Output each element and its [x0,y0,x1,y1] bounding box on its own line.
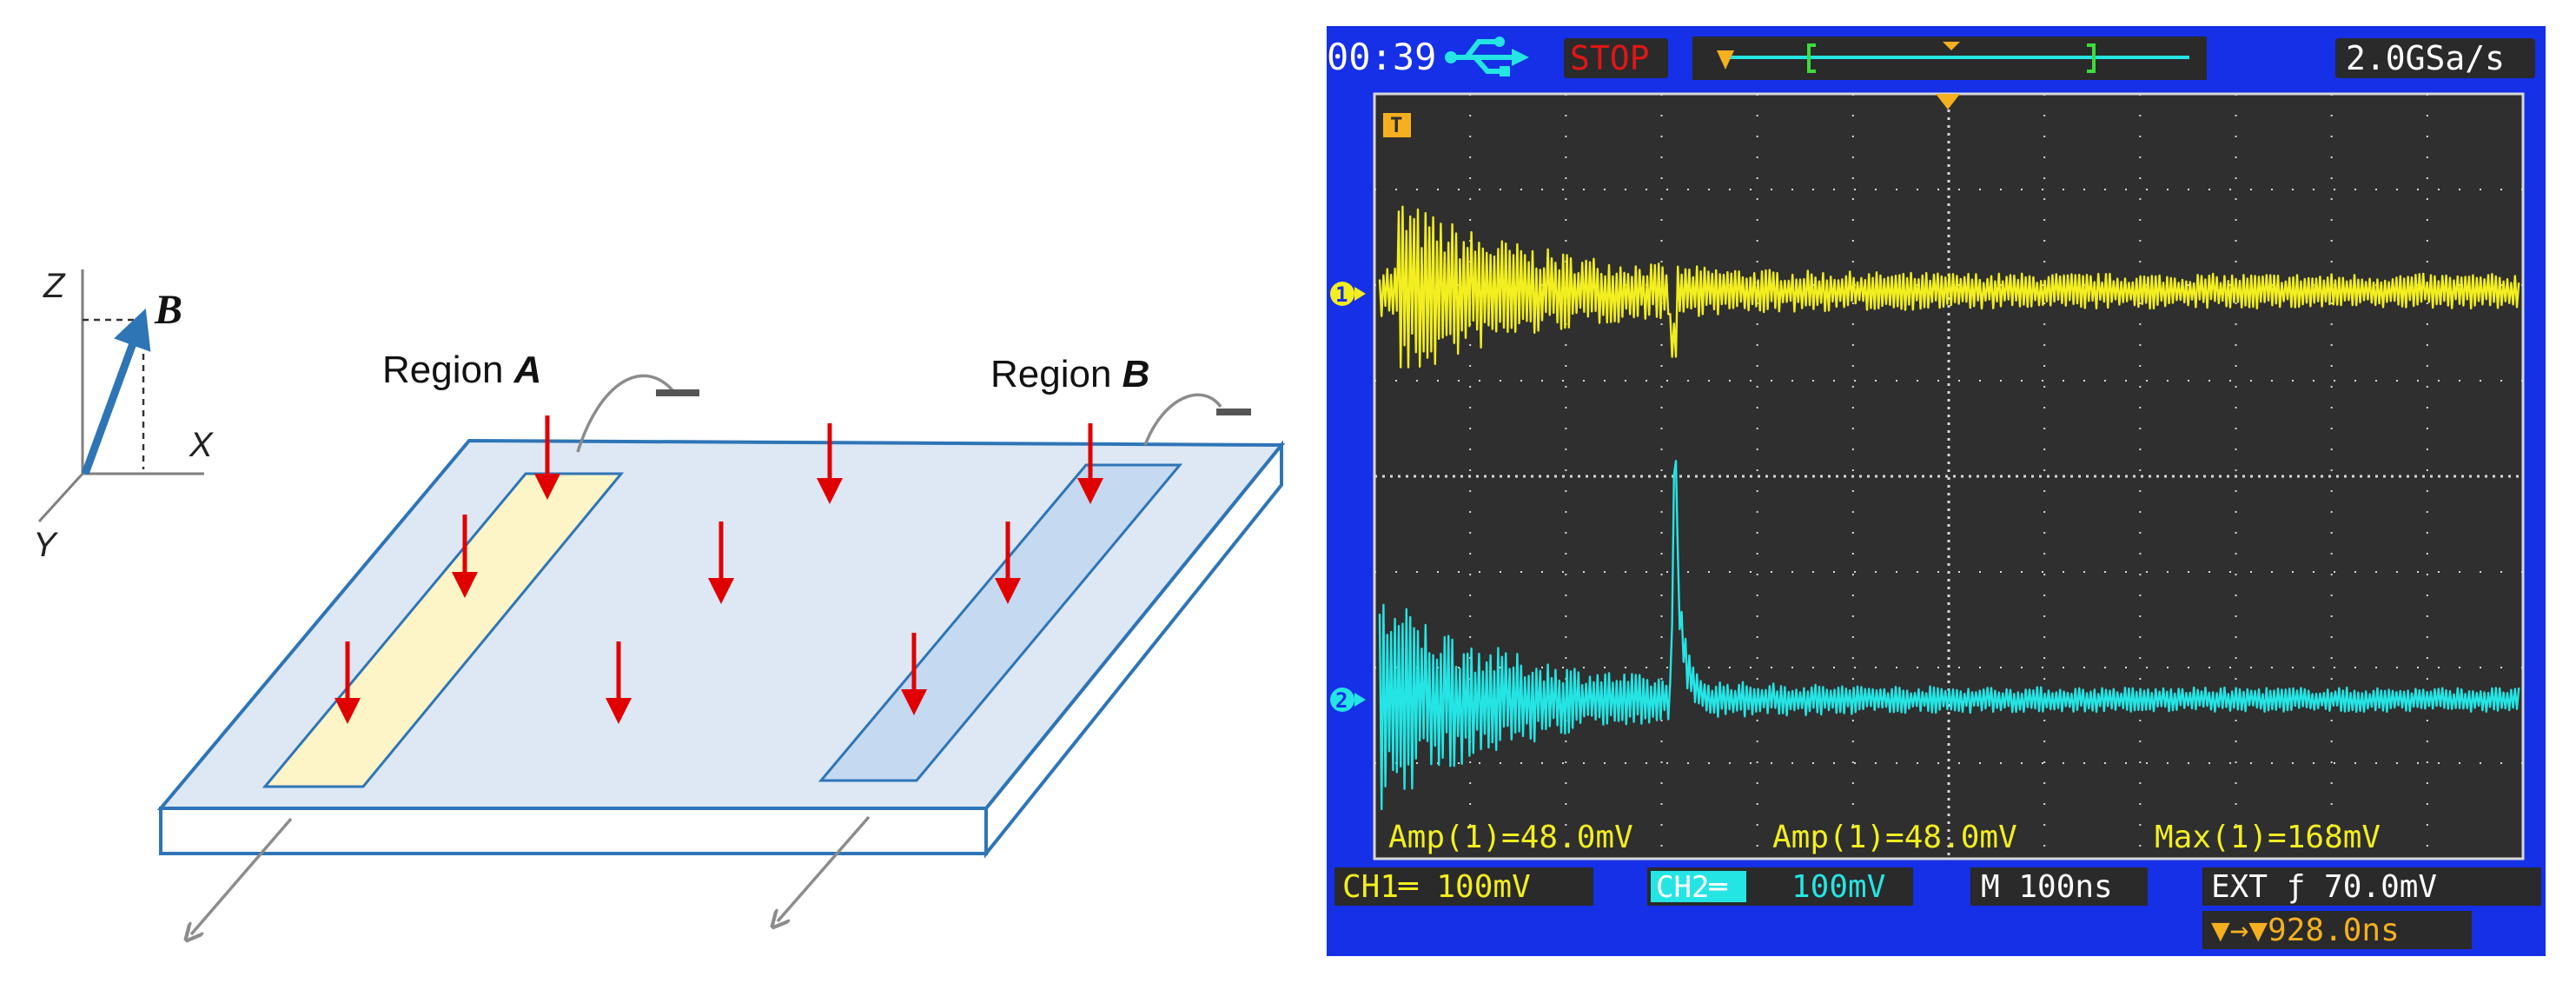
measurement-1: Amp(1)=48.0mV [1388,820,1633,855]
ch2-scale: 100mV [1791,869,1885,905]
scope-traces [1378,205,2520,811]
plate-top [156,438,1286,810]
plate-front-edge [159,807,988,855]
x-axis-label: X [189,426,214,464]
scope-clock: 00:39 [1327,36,1436,78]
timebase-box [1970,867,2148,906]
oscilloscope-screenshot: 00:39 STOP 2.0GSa/s T 1 [1327,26,2546,956]
timebase: M 100ns [1981,869,2113,905]
ground-wire-a [576,374,675,453]
ch2-marker-label: 2 [1335,688,1348,713]
b-field-vector [81,308,151,475]
trigger-position-marker [1936,94,1960,110]
measurement-3: Max(1)=168mV [2155,820,2381,855]
region-a-label: Region A [382,349,541,391]
scope-grid [1374,94,2523,859]
region-a-prefix: Region [382,349,514,391]
z-axis-label: Z [43,267,66,305]
sample-rate-badge [2335,38,2535,78]
y-axis [37,472,84,523]
y-axis-label: Y [33,526,59,564]
trigger-box [2202,867,2541,906]
ch1-trace [1378,205,2520,369]
trigger-level-marker [1383,113,1411,137]
b-field-arrows [334,415,1103,724]
ch2-tag: CH2═ [1656,870,1727,905]
region-b-letter: B [1122,353,1150,395]
ground-wires [191,374,1251,934]
ch1-marker: 1 [1330,282,1366,307]
trigger-setting: EXT ƒ 70.0mV [2211,869,2437,905]
trigger-delay: ▼→▼928.0ns [2211,913,2400,948]
ground-wire-b [1143,393,1222,446]
output-lead-b [778,815,871,921]
coordinate-axes: Z X Y B [33,267,214,564]
measurement-2: Amp(1)=48.0mV [1772,820,2017,855]
ch1-scale-box [1334,867,1593,906]
memory-window-left [1807,43,1816,73]
ch2-trace [1378,460,2520,811]
sample-rate: 2.0GSa/s [2346,39,2505,77]
memory-window-right [2087,43,2096,73]
trigger-delay-box [2202,911,2472,949]
ch2-tag-box [1651,871,1746,902]
memory-trigger-marker [1943,42,1960,50]
region-a-letter: A [513,349,542,391]
trigger-level-label: T [1390,113,1402,137]
run-state-badge [1564,38,1668,78]
ch1-marker-label: 1 [1335,282,1348,307]
output-lead-a [191,817,293,934]
b-vector-label: B [154,287,182,333]
plate [156,438,1286,859]
usb-icon [1445,37,1529,76]
memory-trigger-icon [1717,50,1734,70]
ch1-scale: CH1═ 100mV [1342,869,1531,905]
region-b-label: Region B [990,353,1149,395]
region-b-prefix: Region [990,353,1122,395]
run-state: STOP [1570,39,1650,77]
ch2-marker: 2 [1330,688,1366,713]
